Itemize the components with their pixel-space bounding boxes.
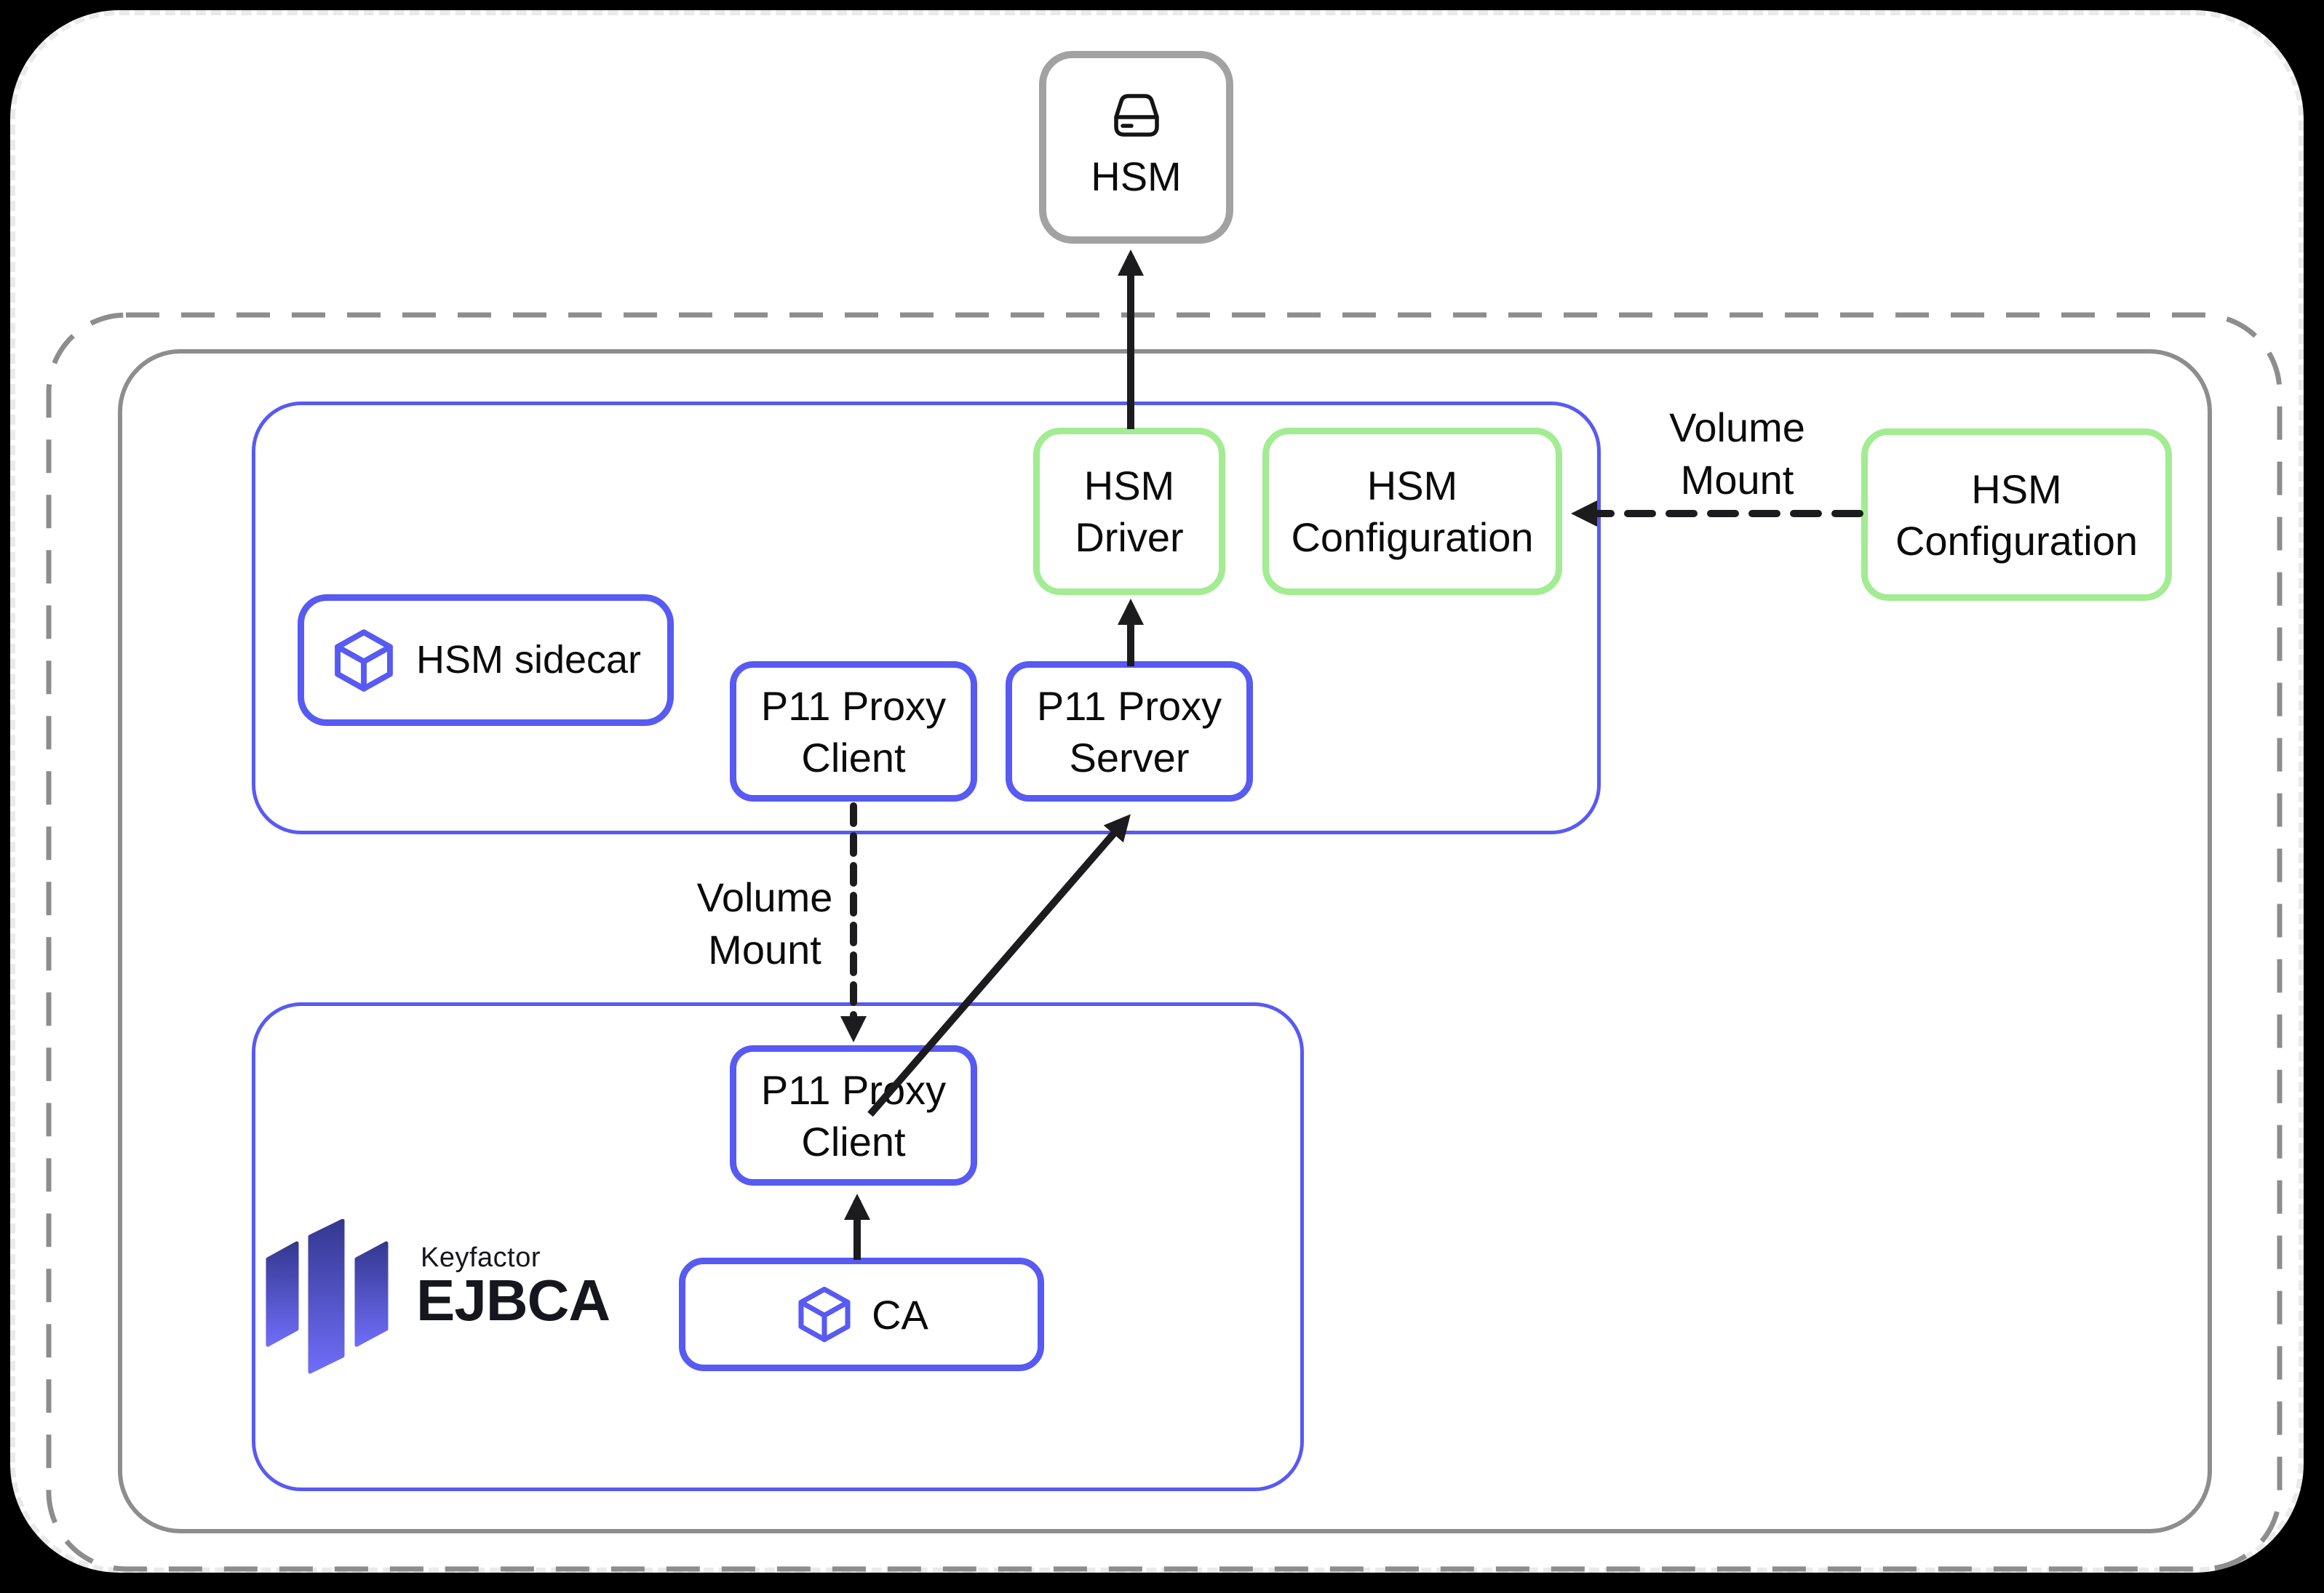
cube-icon <box>798 1286 851 1343</box>
hsm-sidecar-label: HSM sidecar <box>415 638 642 682</box>
hsm-configuration-external-label: HSM Configuration <box>1895 466 2138 564</box>
cube-icon <box>335 628 393 692</box>
hsm-node: HSM <box>1039 51 1233 244</box>
p11-proxy-client-ejbca-label: P11 Proxy Client <box>760 1066 947 1165</box>
hard-drive-icon <box>1113 94 1159 137</box>
volume-mount-label-right: Volume Mount <box>1669 404 1805 503</box>
hsm-driver-label: HSM Driver <box>1075 463 1184 560</box>
hsm-sidecar-node: HSM sidecar <box>298 594 674 726</box>
hsm-configuration-label: HSM Configuration <box>1291 463 1534 560</box>
ca-label: CA <box>872 1291 928 1338</box>
p11-proxy-client-ejbca-node: P11 Proxy Client <box>730 1045 977 1186</box>
dashed-boundary <box>46 312 2283 1572</box>
keyfactor-logo-icon <box>266 1219 389 1374</box>
p11-proxy-client-sidecar-label: P11 Proxy Client <box>760 682 947 780</box>
hsm-driver-node: HSM Driver <box>1033 428 1225 595</box>
ejbca-pod <box>252 1002 1304 1491</box>
keyfactor-brand-text: Keyfactor <box>421 1242 541 1273</box>
p11-proxy-server-node: P11 Proxy Server <box>1006 661 1253 802</box>
hsm-configuration-node: HSM Configuration <box>1262 428 1562 595</box>
p11-proxy-client-sidecar-node: P11 Proxy Client <box>730 661 977 802</box>
p11-proxy-server-label: P11 Proxy Server <box>1036 682 1222 780</box>
hsm-configuration-external-node: HSM Configuration <box>1861 428 2172 601</box>
solid-boundary <box>118 349 2212 1533</box>
ejbca-product-text: EJBCA <box>416 1268 610 1333</box>
arrow-client-to-server <box>867 814 1131 1117</box>
hsm-sidecar-pod <box>252 402 1601 834</box>
volume-mount-label-left: Volume Mount <box>696 874 833 973</box>
ca-node: CA <box>679 1258 1044 1371</box>
hsm-label: HSM <box>1091 153 1182 199</box>
